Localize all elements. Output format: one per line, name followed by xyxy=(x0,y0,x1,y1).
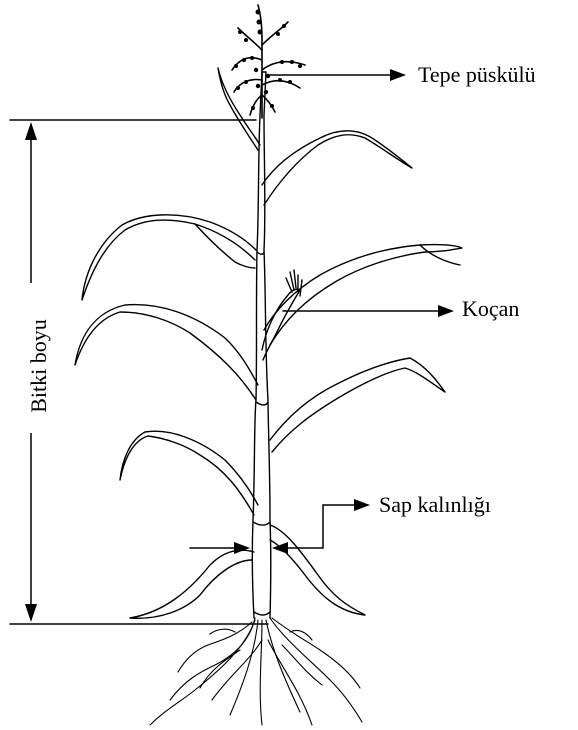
plant-height-label: Bitki boyu xyxy=(28,311,50,421)
leaf-lower-left xyxy=(120,431,258,515)
arrowheads xyxy=(25,69,454,622)
leaf-right-lower xyxy=(270,358,445,452)
leaf-right-upper xyxy=(264,245,462,345)
leaf-top-right xyxy=(262,131,412,205)
ear xyxy=(262,270,302,360)
ear-label: Koçan xyxy=(462,298,519,320)
base-leaf-left xyxy=(130,550,254,618)
annotation-lines xyxy=(10,75,440,624)
leaf-mid-left xyxy=(75,305,258,400)
stalk-thickness-label: Sap kalınlığı xyxy=(379,494,491,516)
tassel-label: Tepe püskülü xyxy=(418,64,536,86)
base-leaf-right xyxy=(270,525,365,615)
stalk xyxy=(252,72,270,618)
roots xyxy=(150,618,362,725)
